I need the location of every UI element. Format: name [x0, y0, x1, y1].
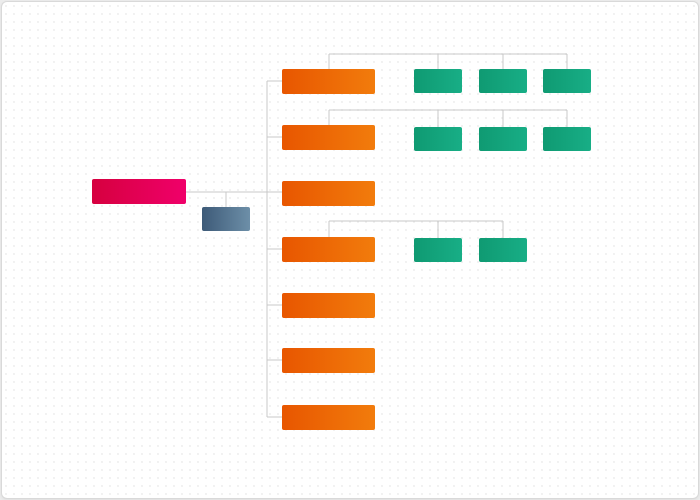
branch-node-7[interactable] [282, 405, 375, 430]
branch-node-3[interactable] [282, 181, 375, 206]
leaf-node-b2-3[interactable] [543, 127, 591, 151]
leaf-node-b2-1[interactable] [414, 127, 462, 151]
hub-node[interactable] [202, 207, 250, 231]
leaf-node-b4-2[interactable] [479, 238, 527, 262]
root-node[interactable] [92, 179, 186, 204]
branch-node-5[interactable] [282, 293, 375, 318]
branch-node-1[interactable] [282, 69, 375, 94]
leaf-node-b1-1[interactable] [414, 69, 462, 93]
branch-node-2[interactable] [282, 125, 375, 150]
branch-node-4[interactable] [282, 237, 375, 262]
leaf-node-b4-1[interactable] [414, 238, 462, 262]
leaf-node-b2-2[interactable] [479, 127, 527, 151]
branch-node-6[interactable] [282, 348, 375, 373]
leaf-node-b1-3[interactable] [543, 69, 591, 93]
leaf-node-b1-2[interactable] [479, 69, 527, 93]
